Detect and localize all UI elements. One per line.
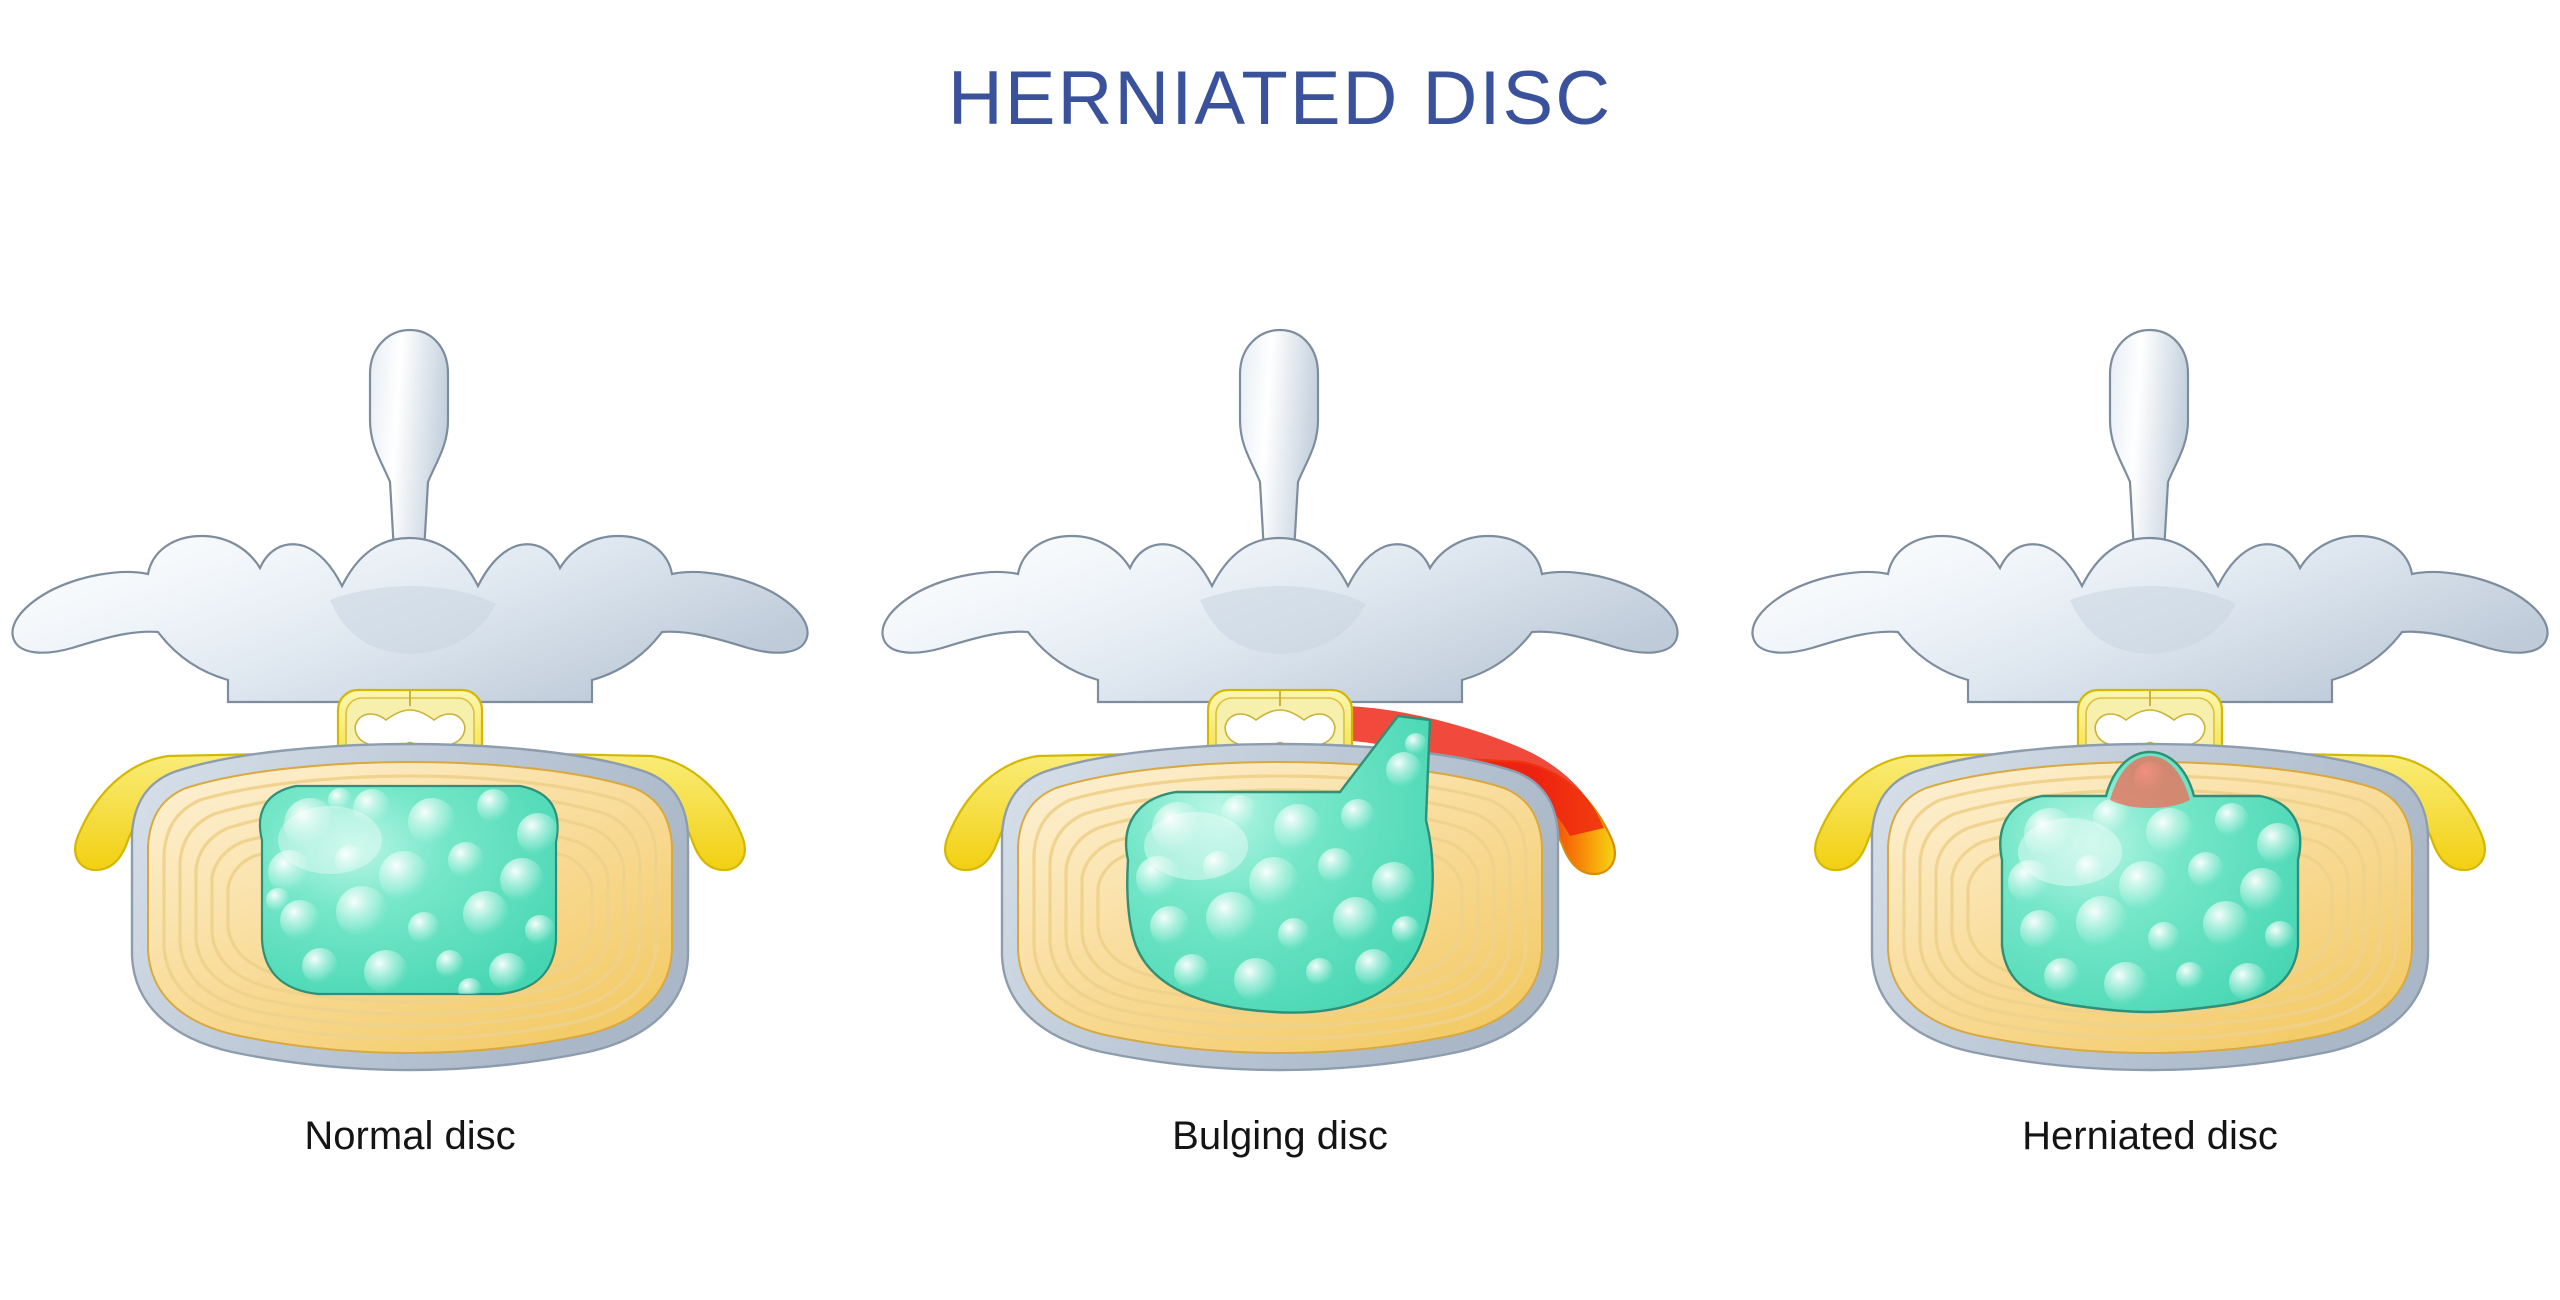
panel-label-normal: Normal disc: [304, 1114, 516, 1158]
panel-label-bulging: Bulging disc: [1172, 1114, 1388, 1158]
panel-herniated-disc: Herniated disc: [1740, 300, 2560, 1159]
vertebra-bone: [11, 328, 809, 704]
nucleus-pulposus: [258, 784, 559, 996]
bone-shading: [330, 586, 496, 654]
panel-row: Normal disc: [0, 300, 2560, 1260]
bone-shading: [1200, 586, 1366, 654]
intervertebral-disc: [1000, 714, 1560, 1072]
nucleus-bubbles: [2008, 762, 2299, 1006]
nucleus-bubbles: [266, 788, 558, 994]
vertebra-bone: [881, 328, 1679, 704]
illustration-normal-disc: [11, 328, 809, 1072]
panel-normal-disc: Normal disc: [0, 300, 820, 1159]
spinous-process: [1238, 328, 1320, 554]
nucleus-bubbles: [1136, 733, 1427, 1002]
illustration-bulging-disc: [881, 328, 1679, 1072]
spinous-process: [368, 328, 450, 554]
intervertebral-disc: [1870, 742, 2430, 1072]
spinous-process: [2108, 328, 2190, 554]
panel-label-herniated: Herniated disc: [2022, 1114, 2278, 1158]
page-title: HERNIATED DISC: [947, 56, 1613, 141]
intervertebral-disc: [130, 742, 690, 1072]
vertebra-bone: [1751, 328, 2549, 704]
herniation-inflammation: [2110, 756, 2190, 808]
panel-bulging-disc: Bulging disc: [870, 300, 1690, 1159]
nucleus-pulposus-herniated: [1999, 750, 2302, 1014]
bone-shading: [2070, 586, 2236, 654]
illustration-herniated-disc: [1751, 328, 2549, 1072]
nucleus-pulposus-bulging: [1124, 714, 1434, 1014]
